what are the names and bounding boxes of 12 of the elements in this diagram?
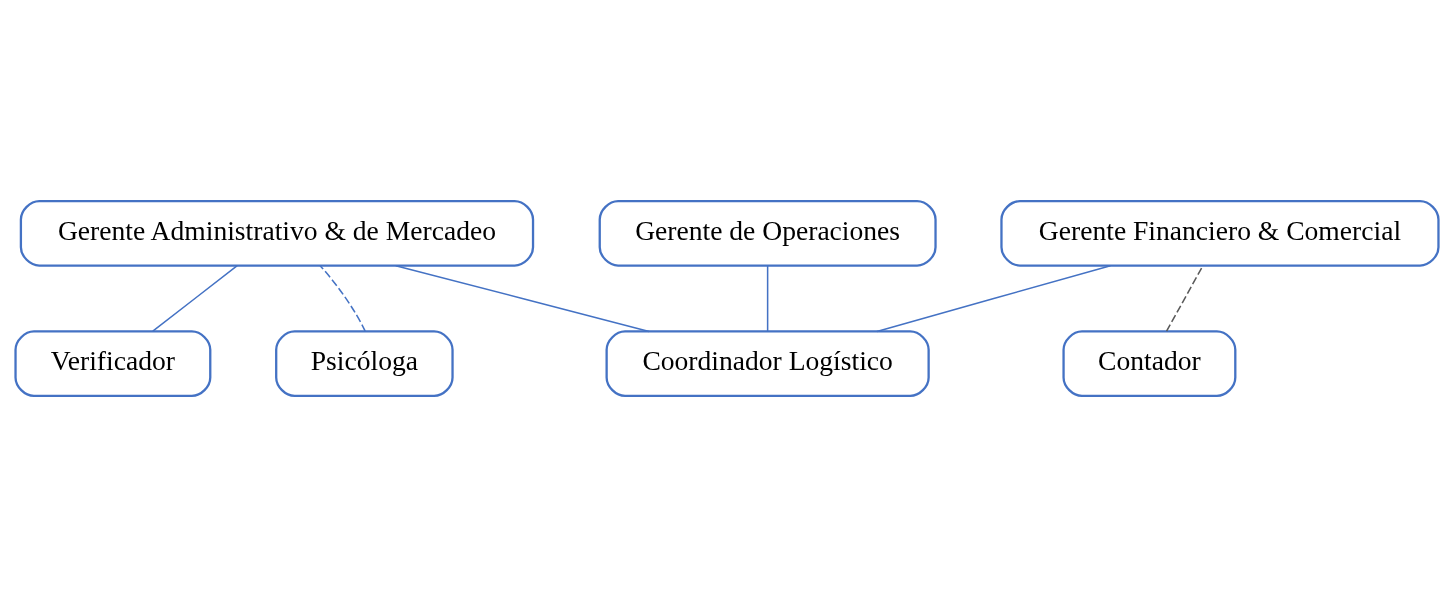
connector [876, 264, 1112, 332]
connector [766, 264, 769, 332]
node-box: Gerente Administrativo & de Mercadeo [19, 199, 535, 267]
node-box: Contador [1062, 329, 1237, 397]
node-box: Coordinador Logístico [605, 329, 930, 397]
connector [319, 264, 366, 332]
node-box: Gerente Financiero & Comercial [1000, 199, 1440, 267]
connector [394, 264, 650, 332]
node-box: Psicóloga [275, 329, 454, 397]
connector [152, 264, 238, 332]
node-box: Verificador [14, 329, 212, 397]
node-box: Gerente de Operaciones [598, 199, 937, 267]
